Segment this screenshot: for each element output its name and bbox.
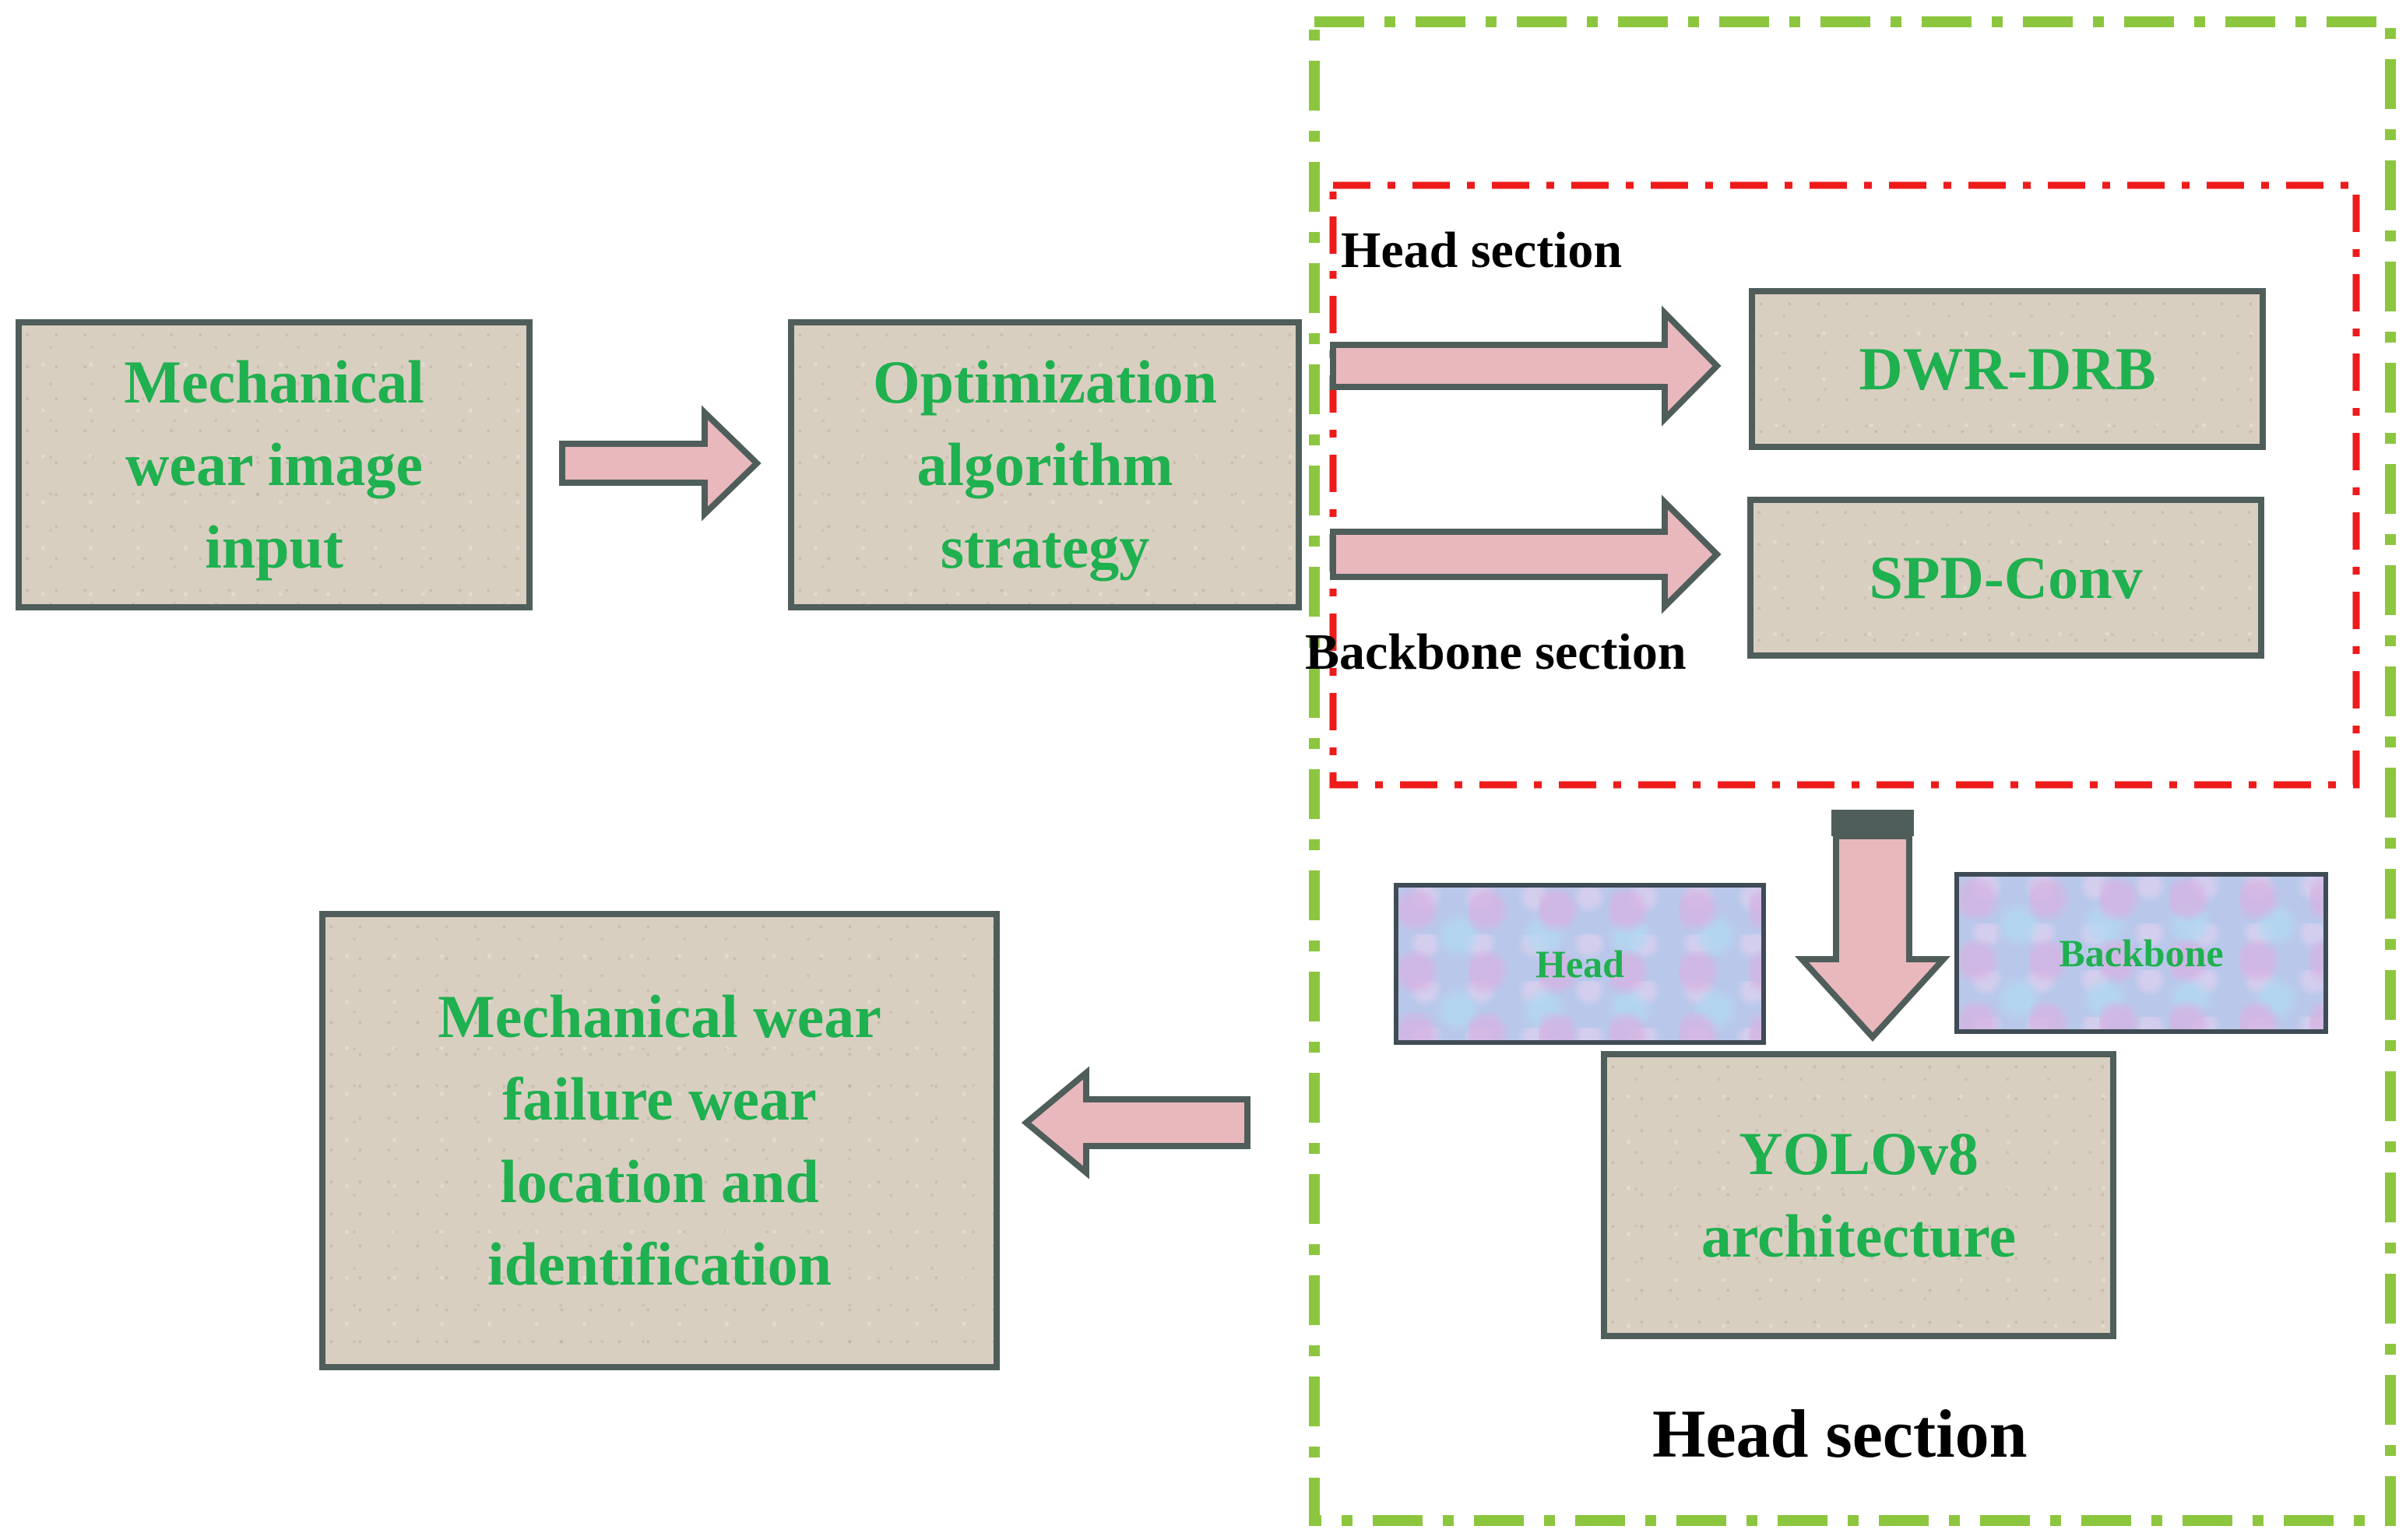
input-box-label: Mechanical wear image input <box>124 348 424 581</box>
spd-conv-label: SPD-Conv <box>1869 543 2143 611</box>
output-box-label: Mechanical wear failure wear location an… <box>438 983 881 1298</box>
arrow-down-to-yolov8 <box>1794 833 1951 1042</box>
head-section-caption-bottom: Head section <box>1652 1397 2028 1472</box>
dwr-drb-box: DWR-DRB <box>1749 288 2266 450</box>
arrow-down-cap <box>1831 810 1914 836</box>
spd-conv-box: SPD-Conv <box>1747 497 2264 659</box>
backbone-section-caption: Backbone section <box>1305 624 1687 680</box>
head-section-caption-top: Head section <box>1341 222 1623 279</box>
arrow-to-output <box>1021 1066 1250 1180</box>
arrow-to-dwr-drb <box>1330 305 1722 427</box>
green-dashed-frame <box>1309 16 2396 1526</box>
yolov8-box: YOLOv8 architecture <box>1601 1051 2116 1339</box>
backbone-module-box: Backbone <box>1954 872 2328 1034</box>
optimization-box: Optimization algorithm strategy <box>788 319 1302 610</box>
input-box: Mechanical wear image input <box>16 319 533 610</box>
backbone-module-label: Backbone <box>2059 931 2224 975</box>
red-dashed-frame <box>1329 181 2360 789</box>
optimization-box-label: Optimization algorithm strategy <box>873 348 1217 581</box>
head-module-label: Head <box>1535 942 1624 986</box>
arrow-to-spd-conv <box>1330 494 1722 614</box>
yolov8-label: YOLOv8 architecture <box>1701 1120 2017 1270</box>
head-module-box: Head <box>1394 883 1766 1045</box>
arrow-input-to-optimization <box>559 405 762 522</box>
output-box: Mechanical wear failure wear location an… <box>319 911 1000 1370</box>
dwr-drb-label: DWR-DRB <box>1859 335 2156 403</box>
